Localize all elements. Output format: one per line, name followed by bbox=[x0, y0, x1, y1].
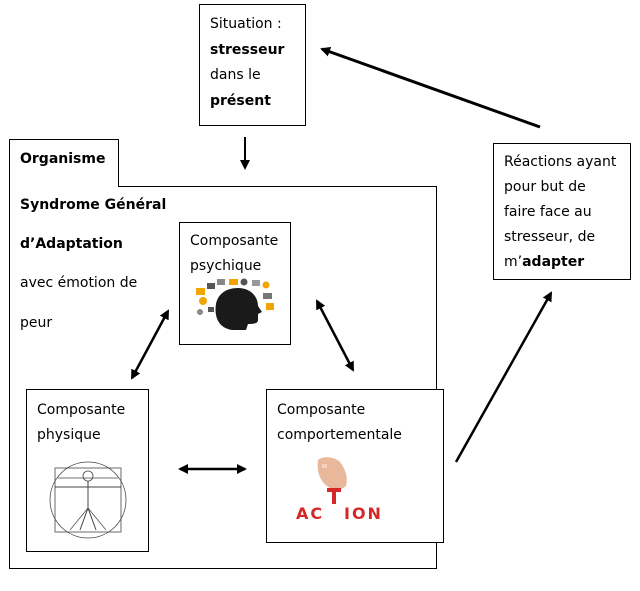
psychique-label-1: Composante bbox=[190, 233, 279, 249]
organisme-tab bbox=[9, 139, 119, 187]
comportementale-label-2: comportementale bbox=[277, 427, 402, 443]
comportementale-label-1: Composante bbox=[277, 402, 366, 418]
organisme-label: Organisme bbox=[20, 151, 106, 167]
reactions-box bbox=[493, 143, 631, 280]
situation-stresseur: stresseur bbox=[210, 42, 285, 58]
syndrome-adaptation: d’Adaptation bbox=[20, 236, 123, 252]
reactions-line-3: faire face au bbox=[504, 204, 592, 220]
situation-dans-le: dans le bbox=[210, 67, 261, 83]
psychique-label-2: psychique bbox=[190, 258, 262, 274]
comportementale-box bbox=[266, 389, 444, 543]
action-letters-left: AC bbox=[296, 504, 325, 523]
physique-label-1: Composante bbox=[37, 402, 126, 418]
reactions-m-prefix: m’ bbox=[504, 254, 523, 270]
reactions-line-2: pour but de bbox=[504, 179, 586, 195]
syndrome-emotion: avec émotion de bbox=[20, 275, 138, 291]
arrow-comportementale-to-reactions bbox=[454, 291, 553, 463]
reactions-line-5: m’adapter bbox=[504, 250, 584, 274]
physique-label-2: physique bbox=[37, 427, 101, 443]
reactions-line-4: stresseur, de bbox=[504, 229, 596, 245]
situation-label: Situation : bbox=[210, 16, 282, 32]
situation-box bbox=[199, 4, 306, 126]
tab-join bbox=[10, 185, 118, 188]
syndrome-peur: peur bbox=[20, 315, 53, 331]
situation-present: présent bbox=[210, 93, 271, 109]
syndrome-title: Syndrome Général bbox=[20, 197, 167, 213]
reactions-line-1: Réactions ayant bbox=[504, 154, 617, 170]
reactions-adapter: adapter bbox=[522, 254, 585, 270]
action-letters-right: ION bbox=[344, 504, 383, 523]
arrow-reactions-to-situation bbox=[320, 46, 541, 129]
